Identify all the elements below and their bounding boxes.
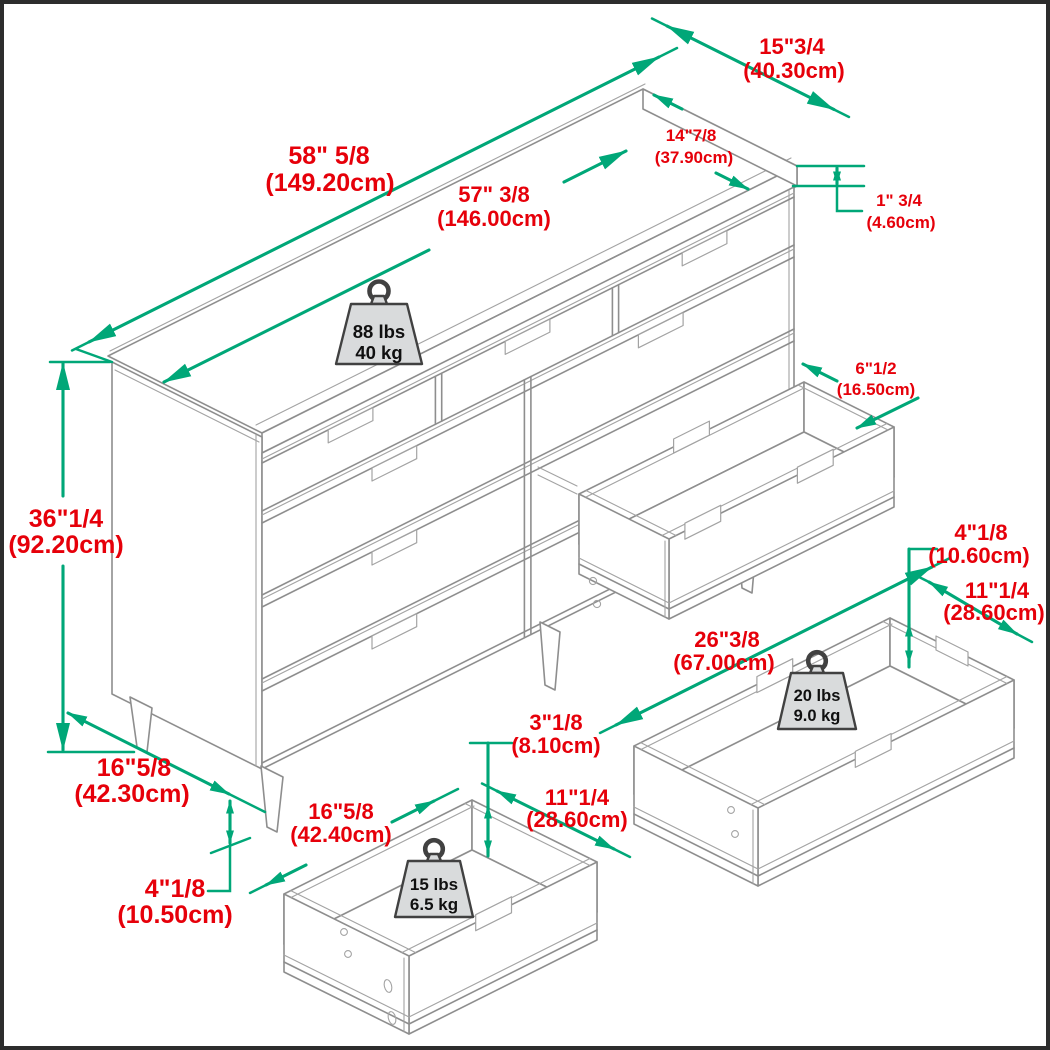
top-depth-inches: 15"3/4 (759, 34, 825, 59)
arrow-small-drawer-depth (495, 789, 616, 851)
base-depth-cm: (42.30cm) (74, 780, 189, 808)
arrow-large-drawer-width (614, 565, 934, 727)
total-weight-lbs: 88 lbs (353, 321, 405, 342)
weight-icon-small-drawer: 15 lbs 6.5 kg (393, 837, 475, 919)
arrow-small-drawer-width-left (264, 863, 308, 887)
dimension-labels: 58" 5/8 (149.20cm) 57" 3/8 (146.00cm) 15… (8, 34, 1044, 929)
large-drawer-depth-cm: (28.60cm) (943, 600, 1045, 625)
dresser-dimension-drawing: 88 lbs 40 kg 15 lbs 6.5 kg 20 lbs 9.0 kg (8, 17, 1045, 1035)
large-drawer-height-inches: 4"1/8 (954, 520, 1007, 545)
small-drawer-depth-inches: 11"1/4 (545, 785, 610, 810)
leg-height-inches: 4"1/8 (145, 875, 206, 903)
inner-width-inches: 57" 3/8 (458, 182, 530, 207)
arrow-top-drawer-depth-front (714, 171, 750, 191)
overall-width-cm: (149.20cm) (265, 169, 394, 197)
overall-height-cm: (92.20cm) (8, 531, 123, 559)
deep-drawer-height-cm: (16.50cm) (837, 380, 915, 399)
large-drawer-width-cm: (67.00cm) (673, 650, 775, 675)
top-drawer-depth-cm: (37.90cm) (655, 148, 733, 167)
large-drawer-capacity-lbs: 20 lbs (794, 687, 841, 705)
arrow-inner-width-right (562, 149, 628, 184)
leg-height-cm: (10.50cm) (117, 901, 232, 929)
inner-width-cm: (146.00cm) (437, 206, 551, 231)
arrow-deep-drawer-height-a (801, 362, 839, 383)
arrow-top-drawer-depth-back (652, 93, 684, 111)
large-drawer-width-inches: 26"3/8 (694, 627, 759, 652)
arrow-overall-width (87, 55, 661, 344)
large-drawer-depth-inches: 11"1/4 (965, 578, 1030, 603)
small-drawer-height-inches: 3"1/8 (529, 710, 582, 735)
small-drawer-capacity-kg: 6.5 kg (410, 895, 458, 914)
base-depth-inches: 16"5/8 (97, 754, 172, 782)
arrow-top-depth (665, 24, 836, 112)
arrow-inner-width-left (162, 248, 431, 384)
overall-height-inches: 36"1/4 (29, 505, 104, 533)
small-drawer-width-inches: 16"5/8 (308, 799, 373, 824)
arrow-deep-drawer-height-b (855, 396, 920, 430)
arrow-small-drawer-width-right (390, 799, 436, 824)
dimension-arrows (46, 17, 1034, 895)
top-thickness-cm: (4.60cm) (867, 213, 936, 232)
arrow-base-depth (66, 711, 231, 796)
arrow-large-drawer-depth (927, 580, 1019, 636)
small-drawer-capacity-lbs: 15 lbs (410, 875, 458, 894)
top-thickness-inches: 1" 3/4 (876, 191, 922, 210)
deep-drawer-height-inches: 6"1/2 (855, 359, 896, 378)
top-depth-cm: (40.30cm) (743, 58, 845, 83)
small-drawer-height-cm: (8.10cm) (511, 733, 600, 758)
overall-width-inches: 58" 5/8 (288, 142, 369, 170)
large-drawer-height-cm: (10.60cm) (928, 543, 1030, 568)
top-drawer-depth-inches: 14"7/8 (666, 126, 717, 145)
small-drawer-depth-cm: (28.60cm) (526, 807, 628, 832)
small-drawer-width-cm: (42.40cm) (290, 822, 392, 847)
large-drawer-capacity-kg: 9.0 kg (794, 707, 841, 725)
total-weight-kg: 40 kg (355, 342, 402, 363)
